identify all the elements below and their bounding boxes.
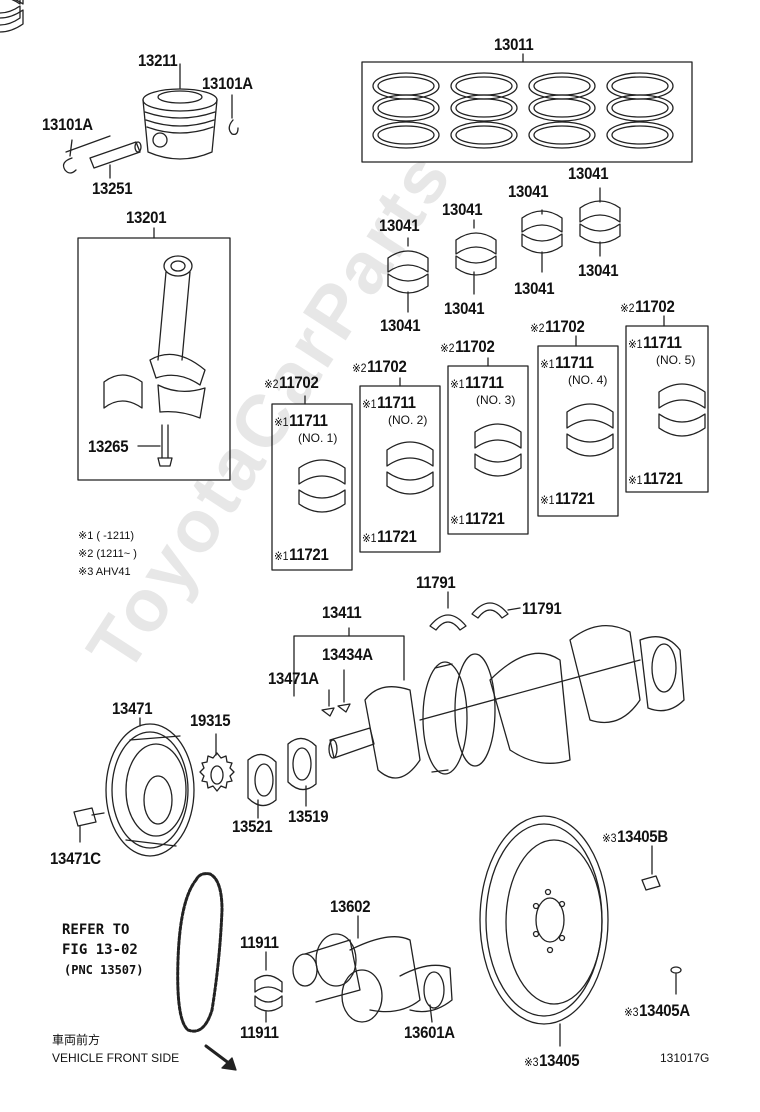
label-13041: 13041 xyxy=(444,299,485,318)
label-13101A-right: 13101A xyxy=(202,74,253,93)
note-1: ※1 ( -1211) xyxy=(78,530,135,542)
note-3: ※3 AHV41 xyxy=(78,566,131,578)
crank-gear-drawing-left xyxy=(247,753,277,819)
journal-no-1: (NO. 1) xyxy=(298,431,338,445)
label-11711-5: ※111711 xyxy=(628,333,682,352)
main-bearing-box-5 xyxy=(625,325,709,493)
label-13041: 13041 xyxy=(379,216,420,235)
label-11702-4: ※211702 xyxy=(530,317,585,336)
label-11791-left: 11791 xyxy=(416,573,456,592)
crank-gear-drawing-right xyxy=(287,737,317,807)
label-11711-2: ※111711 xyxy=(362,393,416,412)
label-11791-right: 11791 xyxy=(522,599,562,618)
journal-no-5: (NO. 5) xyxy=(656,353,696,367)
label-19315: 19315 xyxy=(190,711,231,730)
label-13405A: ※313405A xyxy=(624,1001,690,1020)
label-11911-bottom: 11911 xyxy=(240,1023,279,1042)
flywheel-drawing xyxy=(479,815,609,1047)
main-bearing-box-1 xyxy=(271,403,353,571)
label-13041: 13041 xyxy=(442,200,483,219)
flywheel-pin-drawing xyxy=(670,966,682,995)
label-13201: 13201 xyxy=(126,208,167,227)
pulley-bolt-drawing xyxy=(73,807,105,843)
timing-chain-drawing xyxy=(176,872,224,1033)
label-13041: 13041 xyxy=(568,164,609,183)
leader-lines xyxy=(65,135,665,447)
note-2: ※2 (1211~ ) xyxy=(78,548,137,560)
label-13471C: 13471C xyxy=(50,849,101,868)
flywheel-bolt-drawing xyxy=(641,845,661,891)
timing-sprocket-drawing xyxy=(199,733,235,792)
label-13251: 13251 xyxy=(92,179,133,198)
main-bearing-box-4 xyxy=(537,345,619,517)
main-bearing-drawings xyxy=(0,0,706,513)
conrod-bearing-drawings xyxy=(0,0,621,294)
label-11721-5: ※111721 xyxy=(628,469,683,488)
label-13601A: 13601A xyxy=(404,1023,455,1042)
label-13011: 13011 xyxy=(494,35,534,54)
piston-ring-set-box xyxy=(361,61,693,163)
label-13041: 13041 xyxy=(508,182,549,201)
label-13265: 13265 xyxy=(88,437,129,456)
label-11711-4: ※111711 xyxy=(540,353,594,372)
label-11911-top: 11911 xyxy=(240,933,279,952)
label-11702-1: ※211702 xyxy=(264,373,319,392)
label-11702-2: ※211702 xyxy=(352,357,407,376)
piston-drawing xyxy=(142,63,218,160)
label-11702-5: ※211702 xyxy=(620,297,675,316)
refer-line-3: (PNC 13507) xyxy=(64,963,144,977)
label-13521: 13521 xyxy=(232,817,273,836)
front-label-jp: 車両前方 xyxy=(52,1033,101,1047)
piston-rings-drawing xyxy=(372,72,674,149)
balance-shaft-bearing-drawing xyxy=(254,951,283,1023)
label-13411: 13411 xyxy=(322,603,362,622)
label-13471A: 13471A xyxy=(268,669,319,688)
crankshaft-drawing xyxy=(328,625,685,779)
crank-pulley-drawing xyxy=(105,717,195,857)
journal-no-3: (NO. 3) xyxy=(476,393,516,407)
snap-ring-drawings xyxy=(62,94,239,174)
label-13434A: 13434A xyxy=(322,645,373,664)
front-label-en: VEHICLE FRONT SIDE xyxy=(52,1051,180,1065)
label-13405: ※313405 xyxy=(524,1051,580,1070)
label-13602: 13602 xyxy=(330,897,371,916)
refer-line-1: REFER TO xyxy=(62,922,130,938)
label-13405B: ※313405B xyxy=(602,827,668,846)
label-11711-3: ※111711 xyxy=(450,373,504,392)
label-11721-3: ※111721 xyxy=(450,509,505,528)
thrust-washer-drawings xyxy=(429,591,521,631)
front-direction-arrow xyxy=(204,1044,237,1071)
label-13041: 13041 xyxy=(578,261,619,280)
label-11711-1: ※111711 xyxy=(274,411,328,430)
connecting-rod-drawing xyxy=(103,255,206,467)
label-11702-3: ※211702 xyxy=(440,337,495,356)
label-13101A-left: 13101A xyxy=(42,115,93,134)
label-13211: 13211 xyxy=(138,51,178,70)
label-13519: 13519 xyxy=(288,807,329,826)
label-11721-2: ※111721 xyxy=(362,527,417,546)
label-13041: 13041 xyxy=(380,316,421,335)
figure-code: 131017G xyxy=(660,1051,710,1065)
piston-pin-drawing xyxy=(89,141,142,179)
key-bracket xyxy=(293,627,405,717)
label-13041: 13041 xyxy=(514,279,555,298)
refer-line-2: FIG 13-02 xyxy=(62,942,138,958)
label-11721-4: ※111721 xyxy=(540,489,595,508)
balance-shaft-drawing xyxy=(292,915,453,1023)
journal-no-2: (NO. 2) xyxy=(388,413,428,427)
journal-no-4: (NO. 4) xyxy=(568,373,608,387)
label-11721-1: ※111721 xyxy=(274,545,329,564)
label-13471: 13471 xyxy=(112,699,153,718)
